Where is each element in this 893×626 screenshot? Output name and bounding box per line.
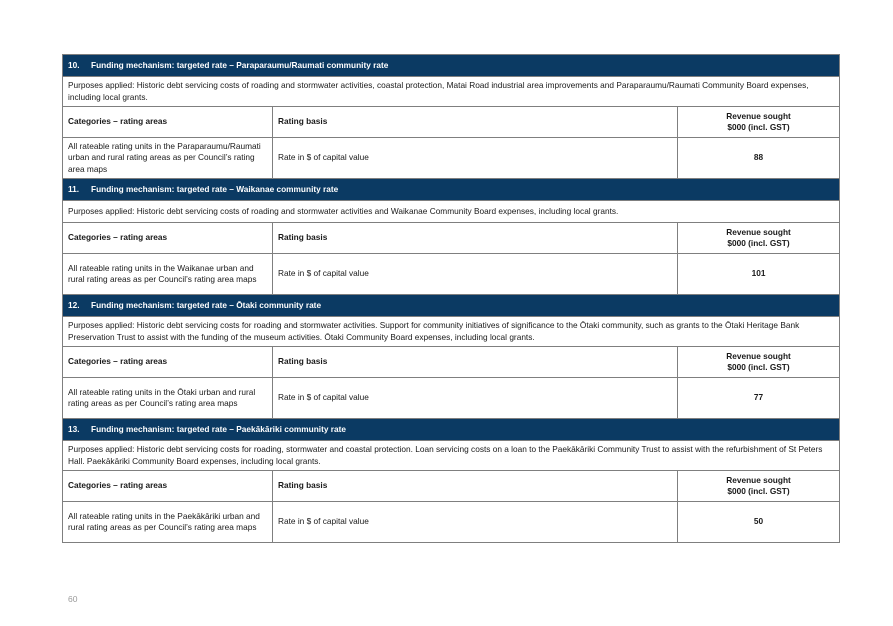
column-header-row: Categories – rating areas Rating basis R… <box>62 106 841 138</box>
header-revenue: Revenue sought$000 (incl. GST) <box>676 106 841 138</box>
header-revenue-line1: Revenue sought <box>726 474 791 485</box>
header-revenue-line2: $000 (incl. GST) <box>727 362 790 372</box>
page-number: 60 <box>68 594 78 604</box>
purpose-row: Purposes applied: Historic debt servicin… <box>61 76 841 107</box>
section-title-cell: 10. Funding mechanism: targeted rate – Pa… <box>61 54 841 77</box>
header-categories: Categories – rating areas <box>62 470 273 502</box>
category-cell: All rateable rating units in the Ōtaki u… <box>62 377 273 419</box>
header-revenue-line1: Revenue sought <box>726 226 791 237</box>
header-rating-basis: Rating basis <box>272 222 678 254</box>
header-revenue-line1: Revenue sought <box>726 350 791 361</box>
header-revenue-line1: Revenue sought <box>726 110 791 121</box>
header-revenue-line2: $000 (incl. GST) <box>727 486 790 496</box>
table-row: All rateable rating units in the Waikana… <box>62 253 841 295</box>
header-revenue: Revenue sought$000 (incl. GST) <box>676 346 841 378</box>
section-header: 11. Funding mechanism: targeted rate – Wa… <box>61 178 841 201</box>
header-categories: Categories – rating areas <box>62 106 273 138</box>
header-rating-basis: Rating basis <box>272 106 678 138</box>
section-header: 10. Funding mechanism: targeted rate – Pa… <box>61 54 841 77</box>
revenue-cell: 101 <box>676 253 841 295</box>
table-row: All rateable rating units in the Ōtaki u… <box>62 377 841 419</box>
section-number: 13. <box>68 423 80 434</box>
section-title: Funding mechanism: targeted rate – Parap… <box>91 59 389 70</box>
column-header-row: Categories – rating areas Rating basis R… <box>62 346 841 378</box>
column-header-row: Categories – rating areas Rating basis R… <box>62 470 841 502</box>
header-revenue-line2: $000 (incl. GST) <box>727 238 790 248</box>
section-number: 10. <box>68 59 80 70</box>
rating-basis-cell: Rate in $ of capital value <box>272 253 678 295</box>
section-title-cell: 12. Funding mechanism: targeted rate – Ōt… <box>61 294 841 317</box>
section-title-cell: 13. Funding mechanism: targeted rate – Pa… <box>61 418 841 441</box>
revenue-cell: 88 <box>676 137 841 179</box>
purpose-text: Purposes applied: Historic debt servicin… <box>61 200 841 223</box>
purpose-row: Purposes applied: Historic debt servicin… <box>61 440 841 471</box>
section-title: Funding mechanism: targeted rate – Paekā… <box>91 423 346 434</box>
header-rating-basis: Rating basis <box>272 346 678 378</box>
purpose-row: Purposes applied: Historic debt servicin… <box>61 200 841 223</box>
category-cell: All rateable rating units in the Parapar… <box>62 137 273 179</box>
header-rating-basis: Rating basis <box>272 470 678 502</box>
purpose-text: Purposes applied: Historic debt servicin… <box>61 76 841 107</box>
table-row: All rateable rating units in the Paekākā… <box>62 501 841 543</box>
purpose-text: Purposes applied: Historic debt servicin… <box>61 440 841 471</box>
section-number: 12. <box>68 299 80 310</box>
section-title: Funding mechanism: targeted rate – Waika… <box>91 183 339 194</box>
rating-basis-cell: Rate in $ of capital value <box>272 377 678 419</box>
category-cell: All rateable rating units in the Waikana… <box>62 253 273 295</box>
revenue-cell: 77 <box>676 377 841 419</box>
funding-mechanism-table: 10. Funding mechanism: targeted rate – Pa… <box>61 54 841 543</box>
rating-basis-cell: Rate in $ of capital value <box>272 501 678 543</box>
column-header-row: Categories – rating areas Rating basis R… <box>62 222 841 254</box>
section-title-cell: 11. Funding mechanism: targeted rate – Wa… <box>61 178 841 201</box>
header-categories: Categories – rating areas <box>62 222 273 254</box>
revenue-cell: 50 <box>676 501 841 543</box>
header-revenue: Revenue sought$000 (incl. GST) <box>676 470 841 502</box>
header-revenue: Revenue sought$000 (incl. GST) <box>676 222 841 254</box>
header-categories: Categories – rating areas <box>62 346 273 378</box>
purpose-row: Purposes applied: Historic debt servicin… <box>61 316 841 347</box>
header-revenue-line2: $000 (incl. GST) <box>727 122 790 132</box>
section-number: 11. <box>68 183 80 194</box>
rating-basis-cell: Rate in $ of capital value <box>272 137 678 179</box>
section-title: Funding mechanism: targeted rate – Ōtaki… <box>91 299 322 310</box>
section-header: 13. Funding mechanism: targeted rate – Pa… <box>61 418 841 441</box>
table-row: All rateable rating units in the Parapar… <box>62 137 841 179</box>
purpose-text: Purposes applied: Historic debt servicin… <box>61 316 841 347</box>
category-cell: All rateable rating units in the Paekākā… <box>62 501 273 543</box>
section-header: 12. Funding mechanism: targeted rate – Ōt… <box>61 294 841 317</box>
